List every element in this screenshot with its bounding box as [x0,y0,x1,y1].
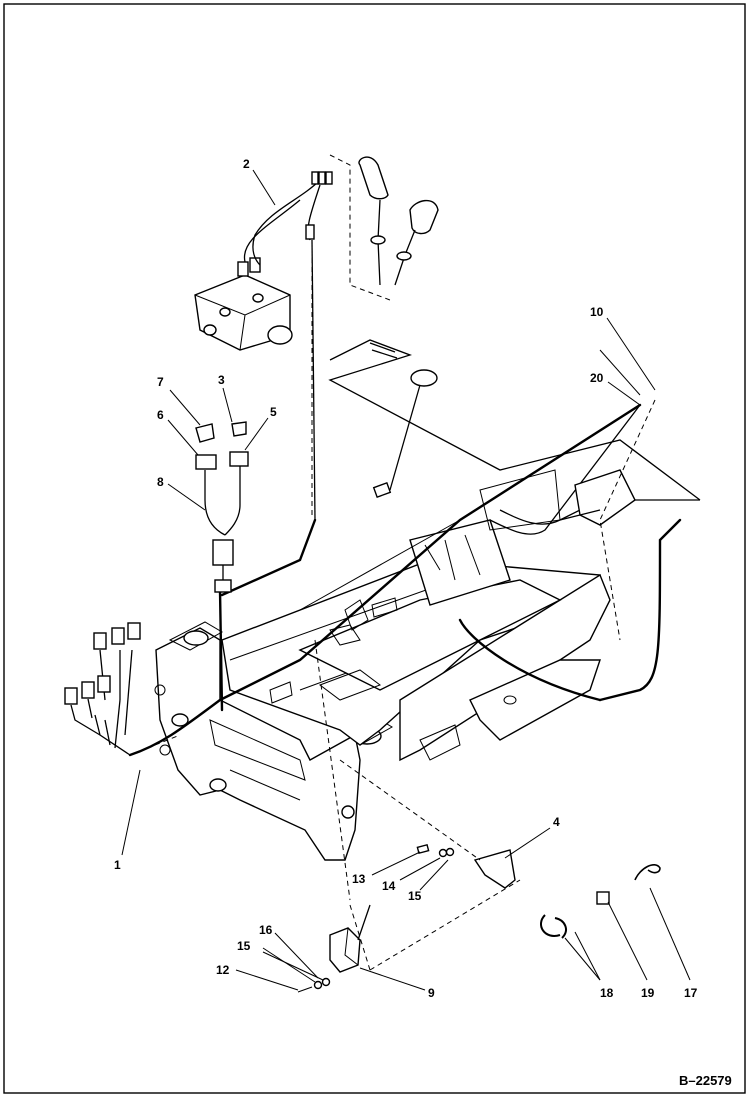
callout-labels: 2 7 3 6 5 8 1 10 20 4 13 14 15 16 15 12 … [114,157,698,1000]
callout-6: 6 [157,408,164,422]
callout-17: 17 [684,986,698,1000]
switch-item-9 [297,843,516,993]
figure-id: B–22579 [679,1073,732,1088]
callout-13: 13 [352,872,366,886]
callout-7: 7 [157,375,164,389]
page-border [3,3,746,1094]
callout-19: 19 [641,986,655,1000]
callout-3: 3 [218,373,225,387]
loose-parts [540,864,661,939]
switch-assembly [195,421,249,593]
callout-8: 8 [157,475,164,489]
callout-18: 18 [600,986,614,1000]
callout-12: 12 [216,963,230,977]
callout-15b: 15 [237,939,251,953]
callout-5: 5 [270,405,277,419]
callout-14: 14 [382,879,396,893]
callout-1: 1 [114,858,121,872]
callout-2: 2 [243,157,250,171]
leader-lines [121,169,691,991]
upper-harness [328,339,701,531]
joystick-handles [329,154,439,301]
harness-item-2 [243,171,333,266]
callout-10: 10 [590,305,604,319]
harness-item-1-connectors [64,622,141,756]
callout-15a: 15 [408,889,422,903]
callout-4: 4 [553,815,560,829]
control-valve [194,257,293,351]
callout-20: 20 [590,371,604,385]
assembly-lines [129,240,656,971]
callout-9: 9 [428,986,435,1000]
main-frame-chassis [154,519,611,861]
callout-16: 16 [259,923,273,937]
